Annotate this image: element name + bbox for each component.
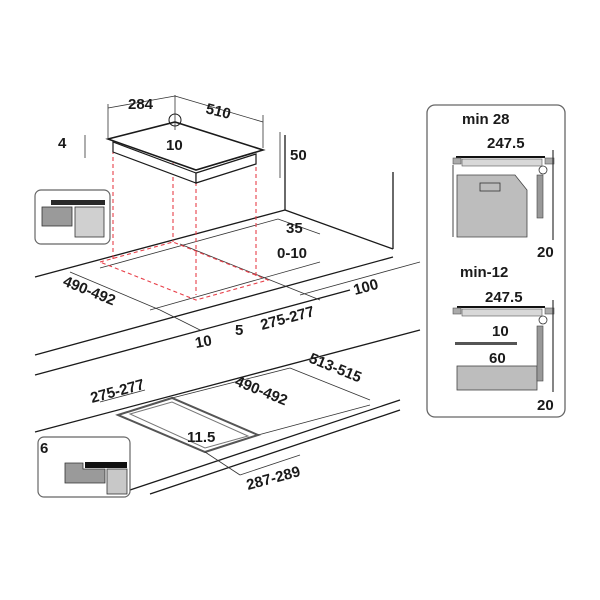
upper-min-28: min 28 bbox=[462, 111, 510, 128]
section-inset-bottom bbox=[37, 436, 131, 498]
upper-depth-247-5: 247.5 bbox=[487, 135, 525, 152]
dim-depth-510: 510 bbox=[204, 100, 232, 123]
dim-back-35: 35 bbox=[286, 220, 303, 237]
lower-depth-247-5: 247.5 bbox=[485, 289, 523, 306]
flush-dim-6: 6 bbox=[40, 440, 48, 457]
dim-height-50: 50 bbox=[290, 147, 307, 164]
dim-center-10: 10 bbox=[166, 137, 183, 154]
lower-gap-60: 60 bbox=[489, 350, 506, 367]
dim-cutout-275-277: 275-277 bbox=[259, 303, 317, 334]
dim-front-10: 10 bbox=[194, 332, 213, 352]
lower-wall-gap-20: 20 bbox=[537, 397, 554, 414]
side-section-panel bbox=[426, 104, 566, 418]
flush-dim-11-5: 11.5 bbox=[187, 429, 215, 446]
lower-clearance-10: 10 bbox=[492, 323, 509, 340]
lower-min-12: min-12 bbox=[460, 264, 508, 281]
dim-cutout-490-492: 490-492 bbox=[61, 273, 118, 309]
flush-mount-view bbox=[34, 329, 421, 495]
dim-width-284: 284 bbox=[128, 96, 154, 113]
flush-dim-513-515: 513-515 bbox=[307, 350, 364, 386]
hob-3d bbox=[84, 95, 281, 184]
flush-dim-287-289: 287-289 bbox=[245, 463, 303, 494]
dim-glass-4: 4 bbox=[58, 135, 67, 152]
flush-dim-275-277: 275-277 bbox=[89, 376, 147, 407]
section-inset-top bbox=[34, 189, 111, 245]
flush-dim-490-492: 490-492 bbox=[233, 373, 290, 409]
worktop-outline bbox=[34, 135, 421, 376]
dim-edge-100: 100 bbox=[352, 276, 381, 299]
upper-wall-gap-20: 20 bbox=[537, 244, 554, 261]
dim-front-5: 5 bbox=[235, 322, 243, 339]
dim-gap-0-10: 0-10 bbox=[277, 245, 307, 262]
